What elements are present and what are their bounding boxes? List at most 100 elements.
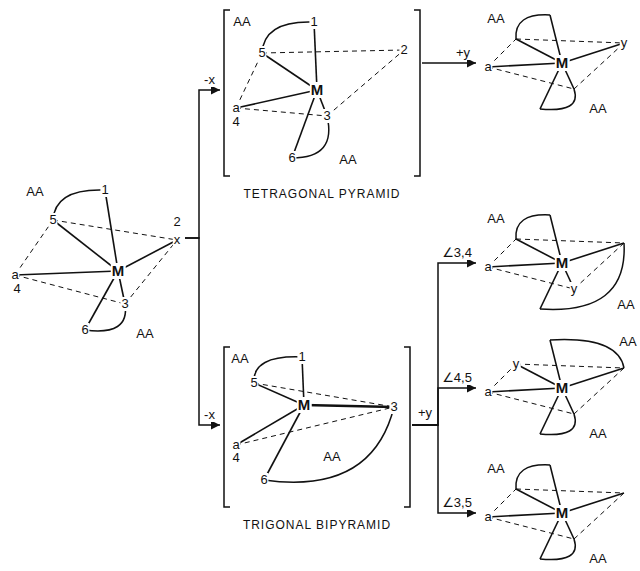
bond-line	[304, 405, 394, 407]
atom-label: M	[310, 82, 325, 98]
step-label: +y	[416, 406, 434, 420]
complex-node: AAMayAA	[478, 205, 636, 317]
complex-node: AAyMaAA	[478, 330, 636, 442]
chelate-curve	[516, 465, 550, 489]
atom-label: y	[570, 282, 579, 296]
atom-label: 4	[231, 451, 240, 465]
atom-label: AA	[25, 185, 44, 199]
atom-label: AA	[232, 15, 251, 29]
chelate-curve	[516, 15, 550, 39]
reaction-arrow	[412, 388, 476, 425]
bond-line	[118, 240, 177, 271]
complex-structure	[224, 347, 410, 507]
bond-line	[488, 63, 562, 67]
atom-label: 5	[249, 376, 258, 390]
plane-edge	[262, 50, 404, 53]
atom-label: 3	[120, 297, 129, 311]
atom-label: 5	[257, 46, 266, 60]
complex-structure	[488, 340, 624, 435]
bond-line	[15, 271, 118, 275]
step-label: +y	[454, 46, 472, 60]
bond-line	[562, 493, 624, 513]
atom-label: y	[512, 357, 521, 371]
structure-caption: TRIGONAL BIPYRAMID	[242, 518, 392, 532]
plane-edge	[125, 240, 177, 304]
complex-node: AA152Ma436AATETRAGONAL PYRAMID	[222, 8, 422, 208]
atom-label: a	[483, 60, 492, 74]
atom-label: M	[297, 397, 312, 413]
atom-label: 3	[389, 400, 398, 414]
bracket	[404, 347, 410, 507]
reaction-arrow	[422, 62, 476, 64]
atom-label: 4	[231, 115, 240, 129]
complex-node: AA15M3a46AATRIGONAL BIPYRAMID	[222, 345, 412, 545]
step-label: ∠4,5	[440, 371, 474, 385]
plane-edge	[254, 383, 394, 407]
atom-label: 2	[399, 43, 408, 57]
complex-node: AAyMaAA	[478, 5, 636, 117]
plane-edge	[327, 50, 404, 116]
atom-label: AA	[588, 102, 607, 116]
atom-label: AA	[618, 335, 637, 349]
step-label: -x	[202, 408, 217, 422]
atom-label: 1	[100, 183, 109, 197]
atom-label: a	[231, 101, 240, 115]
bond-line	[262, 53, 317, 90]
plane-edge	[574, 493, 624, 539]
atom-label: AA	[486, 12, 505, 26]
plane-edge	[236, 407, 394, 445]
chelate-curve	[254, 357, 302, 383]
structure-caption: TETRAGONAL PYRAMID	[243, 187, 402, 201]
bond-line	[314, 22, 317, 90]
atom-label: 5	[48, 213, 57, 227]
reaction-arrow	[185, 90, 220, 238]
complex-structure	[15, 190, 177, 331]
bond-line	[292, 90, 317, 158]
atom-label: AA	[338, 153, 357, 167]
atom-label: 2	[172, 215, 181, 229]
plane-edge	[236, 53, 262, 108]
bond-line	[105, 190, 118, 271]
plane-edge	[516, 489, 624, 493]
atom-label: 4	[12, 282, 21, 296]
bond-line	[562, 368, 624, 388]
chelate-curve	[540, 243, 624, 309]
chelate-curve	[540, 89, 575, 110]
plane-edge	[53, 220, 177, 240]
atom-label: AA	[230, 352, 249, 366]
atom-label: AA	[588, 427, 607, 441]
plane-edge	[516, 364, 624, 368]
complex-structure	[488, 215, 624, 310]
reaction-arrow	[412, 263, 476, 425]
bond-line	[85, 271, 118, 330]
atom-label: AA	[486, 212, 505, 226]
atom-label: 3	[322, 109, 331, 123]
atom-label: M	[555, 55, 570, 71]
reaction-arrow	[185, 238, 220, 425]
plane-edge	[574, 368, 624, 414]
plane-edge	[236, 108, 327, 116]
atom-label: AA	[135, 327, 154, 341]
plane-edge	[574, 43, 624, 89]
chelate-curve	[540, 414, 575, 435]
atom-label: AA	[588, 552, 607, 566]
atom-label: 6	[287, 151, 296, 165]
plane-edge	[15, 220, 53, 275]
chelate-curve	[53, 190, 105, 220]
chelate-curve	[550, 340, 624, 368]
atom-label: AA	[486, 462, 505, 476]
complex-node: AAMaAA	[478, 455, 636, 567]
chelate-curve	[540, 539, 575, 560]
reaction-arrow	[412, 425, 476, 513]
step-label: ∠3,4	[440, 246, 474, 260]
atom-label: M	[555, 255, 570, 271]
bond-line	[53, 220, 118, 271]
atom-label: x	[173, 233, 182, 247]
atom-label: a	[483, 510, 492, 524]
complex-structure	[488, 465, 624, 560]
plane-edge	[516, 39, 624, 43]
complex-node: AA152xMa436AA	[5, 178, 185, 343]
atom-label: a	[231, 438, 240, 452]
